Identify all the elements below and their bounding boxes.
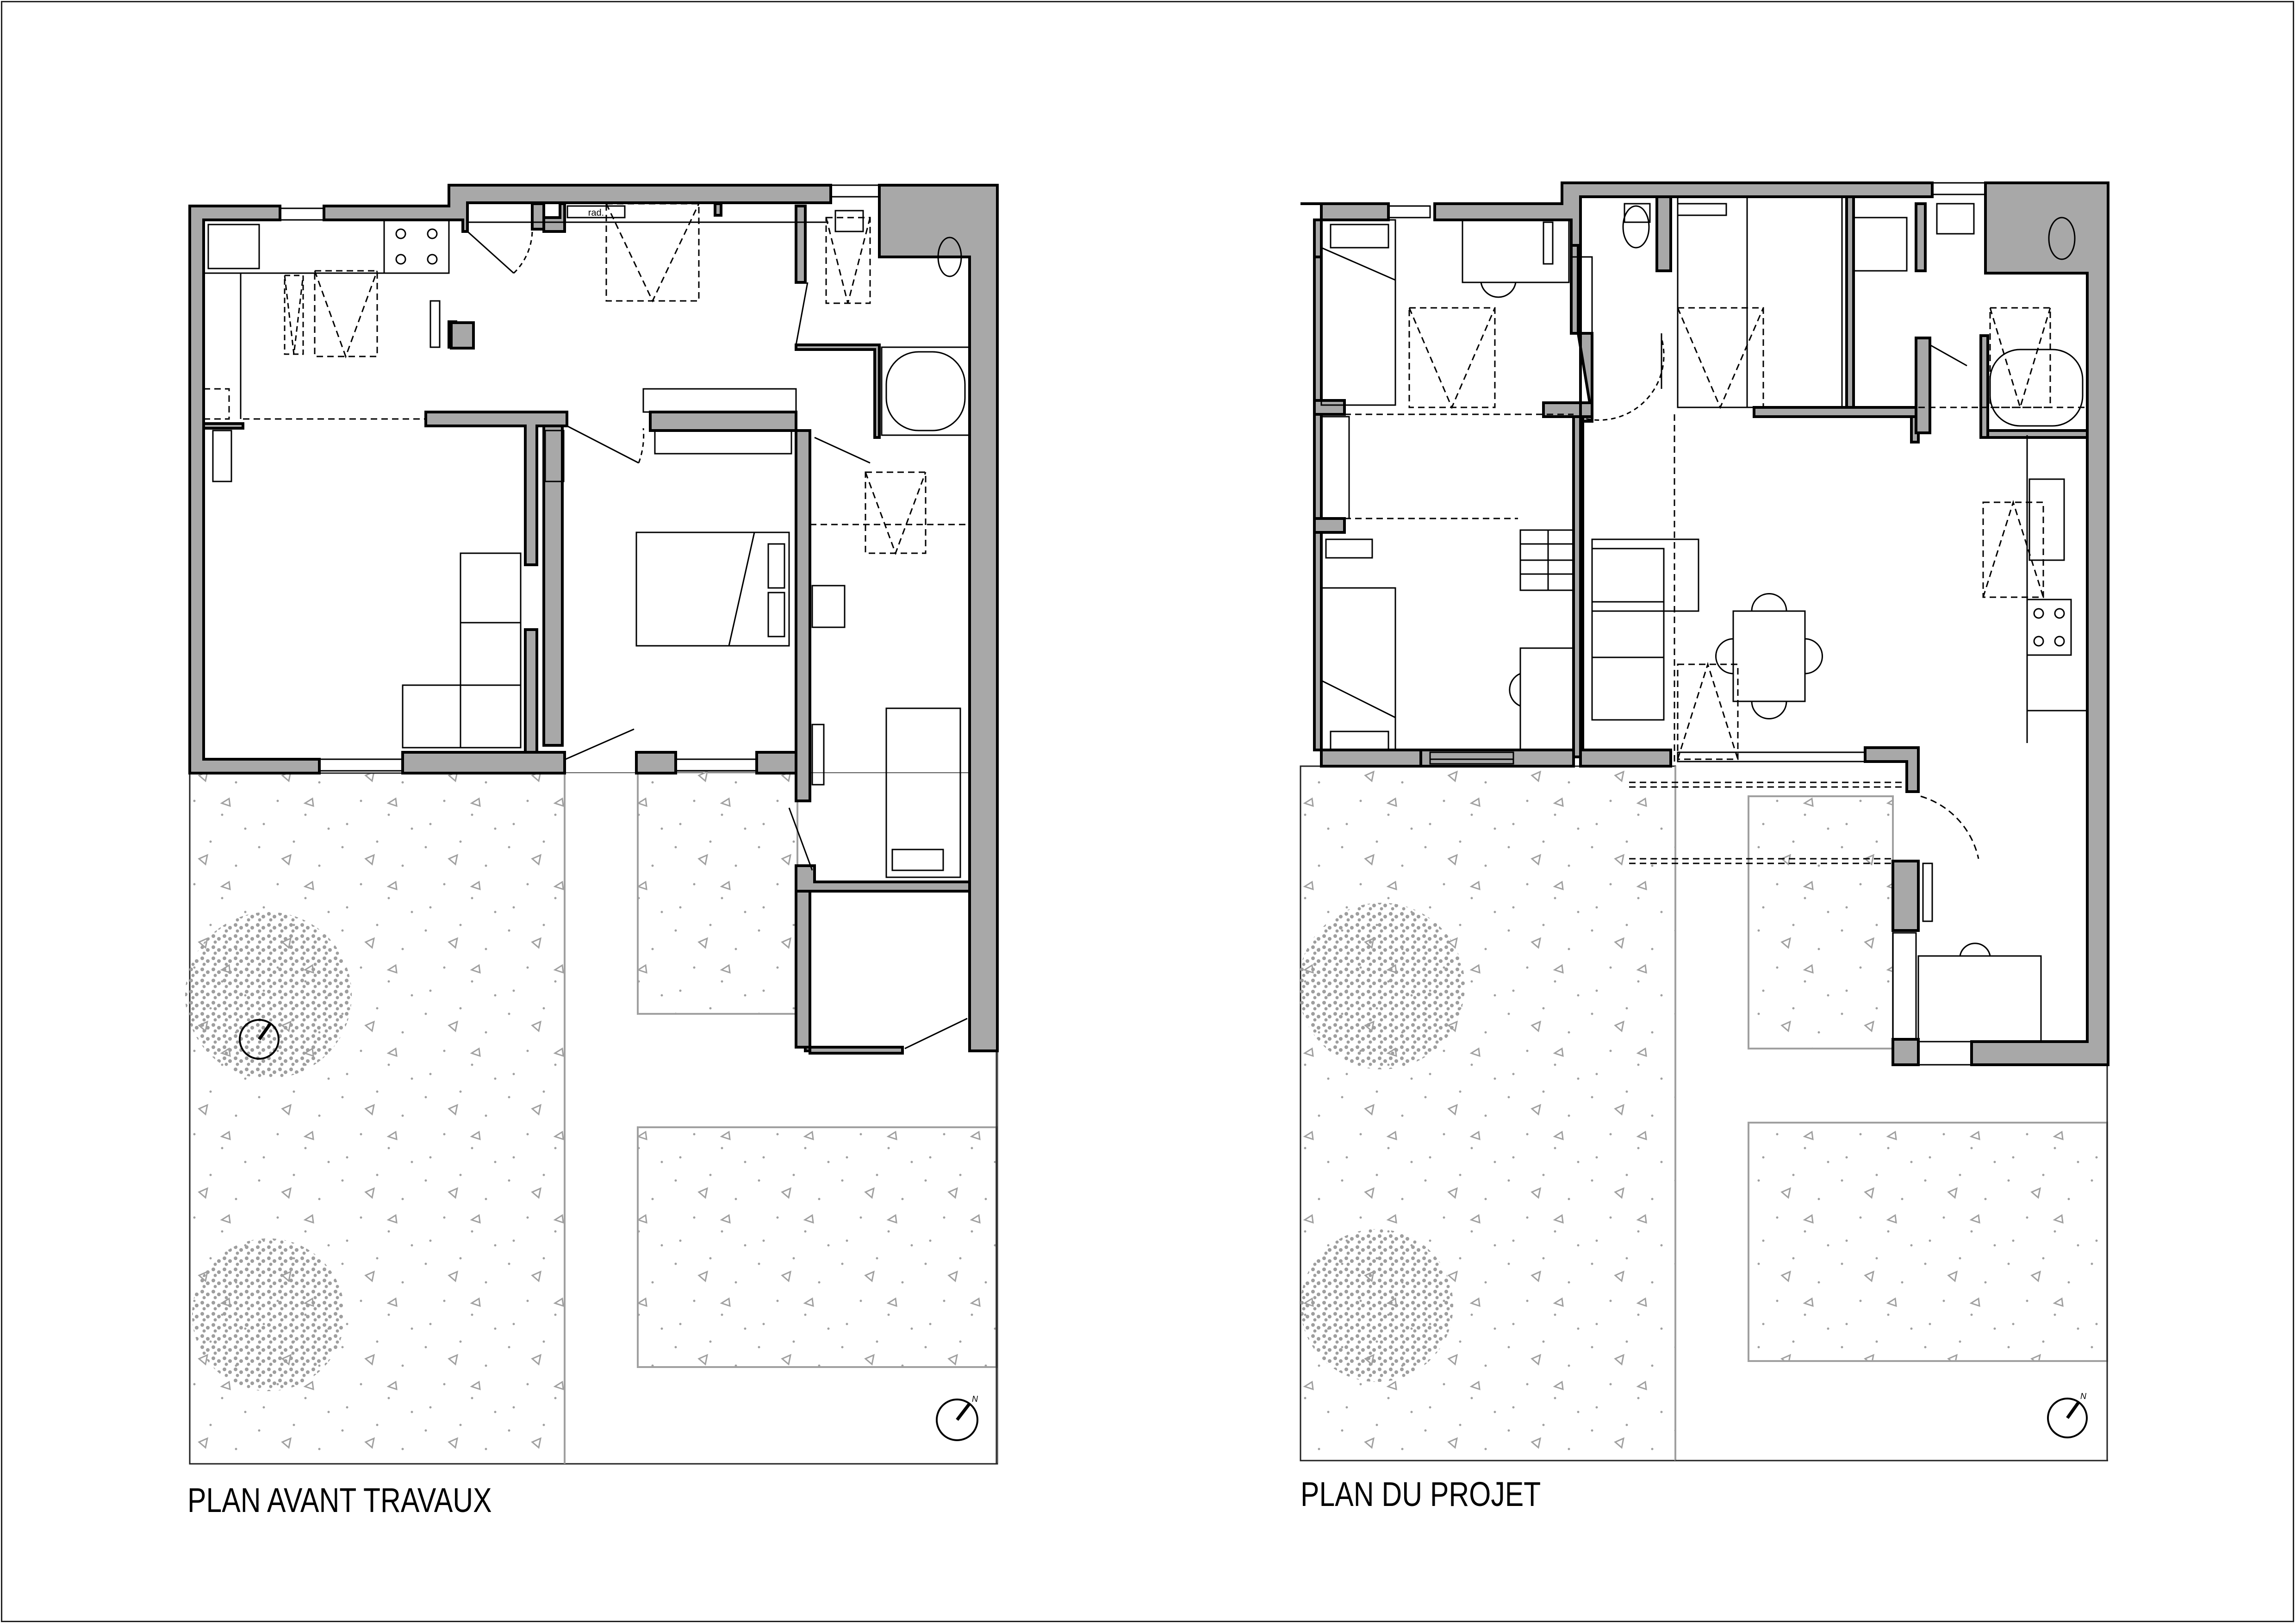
svg-text:N: N (972, 1394, 978, 1404)
north-arrow-icon: N (936, 1394, 978, 1441)
doors-before (467, 231, 968, 1049)
radiator-label: rad. (588, 208, 604, 218)
bathtub-icon (885, 351, 966, 431)
door-icon (904, 1018, 968, 1049)
toilet-icon (2048, 217, 2076, 260)
north-arrow-icon: N (2047, 1392, 2088, 1438)
bed-icon (885, 707, 961, 878)
bathroom-before (834, 210, 971, 436)
door-icon (814, 437, 871, 464)
tree-icon (1300, 1229, 1453, 1382)
bed-icon (635, 531, 790, 647)
tree-icon (192, 1238, 345, 1391)
door-icon (795, 282, 809, 345)
bathtub-icon (1989, 349, 2084, 427)
plan-before: rad. (185, 184, 999, 1465)
door-icon (565, 728, 635, 760)
sofa-icon (460, 552, 522, 749)
door-icon (467, 231, 515, 274)
bed-icon (1320, 219, 1396, 406)
plan-project-title: PLAN DU PROJET (1300, 1475, 1541, 1513)
hoods-project (1344, 307, 2087, 864)
door-icon (1929, 344, 1967, 367)
plan-before-title: PLAN AVANT TRAVAUX (187, 1481, 492, 1519)
doors-project (1430, 333, 1967, 760)
toilet-icon (937, 237, 962, 277)
north-arrow-icon (239, 1019, 280, 1060)
furniture-before (212, 388, 961, 878)
tree-icon (185, 912, 352, 1079)
garden-before (185, 770, 998, 1465)
door-icon (788, 807, 813, 871)
kitchen-before (203, 219, 450, 419)
sofa-icon (1591, 538, 1699, 612)
furniture-project (1320, 196, 2087, 1043)
washbasin-icon (1936, 203, 1975, 235)
garden-project (1298, 765, 2108, 1462)
washbasin-icon (834, 210, 864, 232)
radiator-before: rad. (467, 205, 828, 223)
hoods-before (203, 203, 970, 556)
svg-text:N: N (2080, 1392, 2087, 1401)
bed-icon (1320, 587, 1396, 751)
dining-table-icon (1732, 610, 1806, 702)
sink-icon (2028, 478, 2065, 561)
toilet-icon (1622, 205, 1650, 249)
plan-project: N (1298, 181, 2109, 1462)
washbasin-icon (1570, 256, 1593, 334)
stove-icon (2026, 599, 2072, 656)
desk-icon (1519, 647, 1574, 751)
tree-icon (1298, 903, 1465, 1069)
stove-icon (383, 219, 450, 274)
sink-icon (207, 224, 260, 269)
door-icon (566, 425, 639, 464)
